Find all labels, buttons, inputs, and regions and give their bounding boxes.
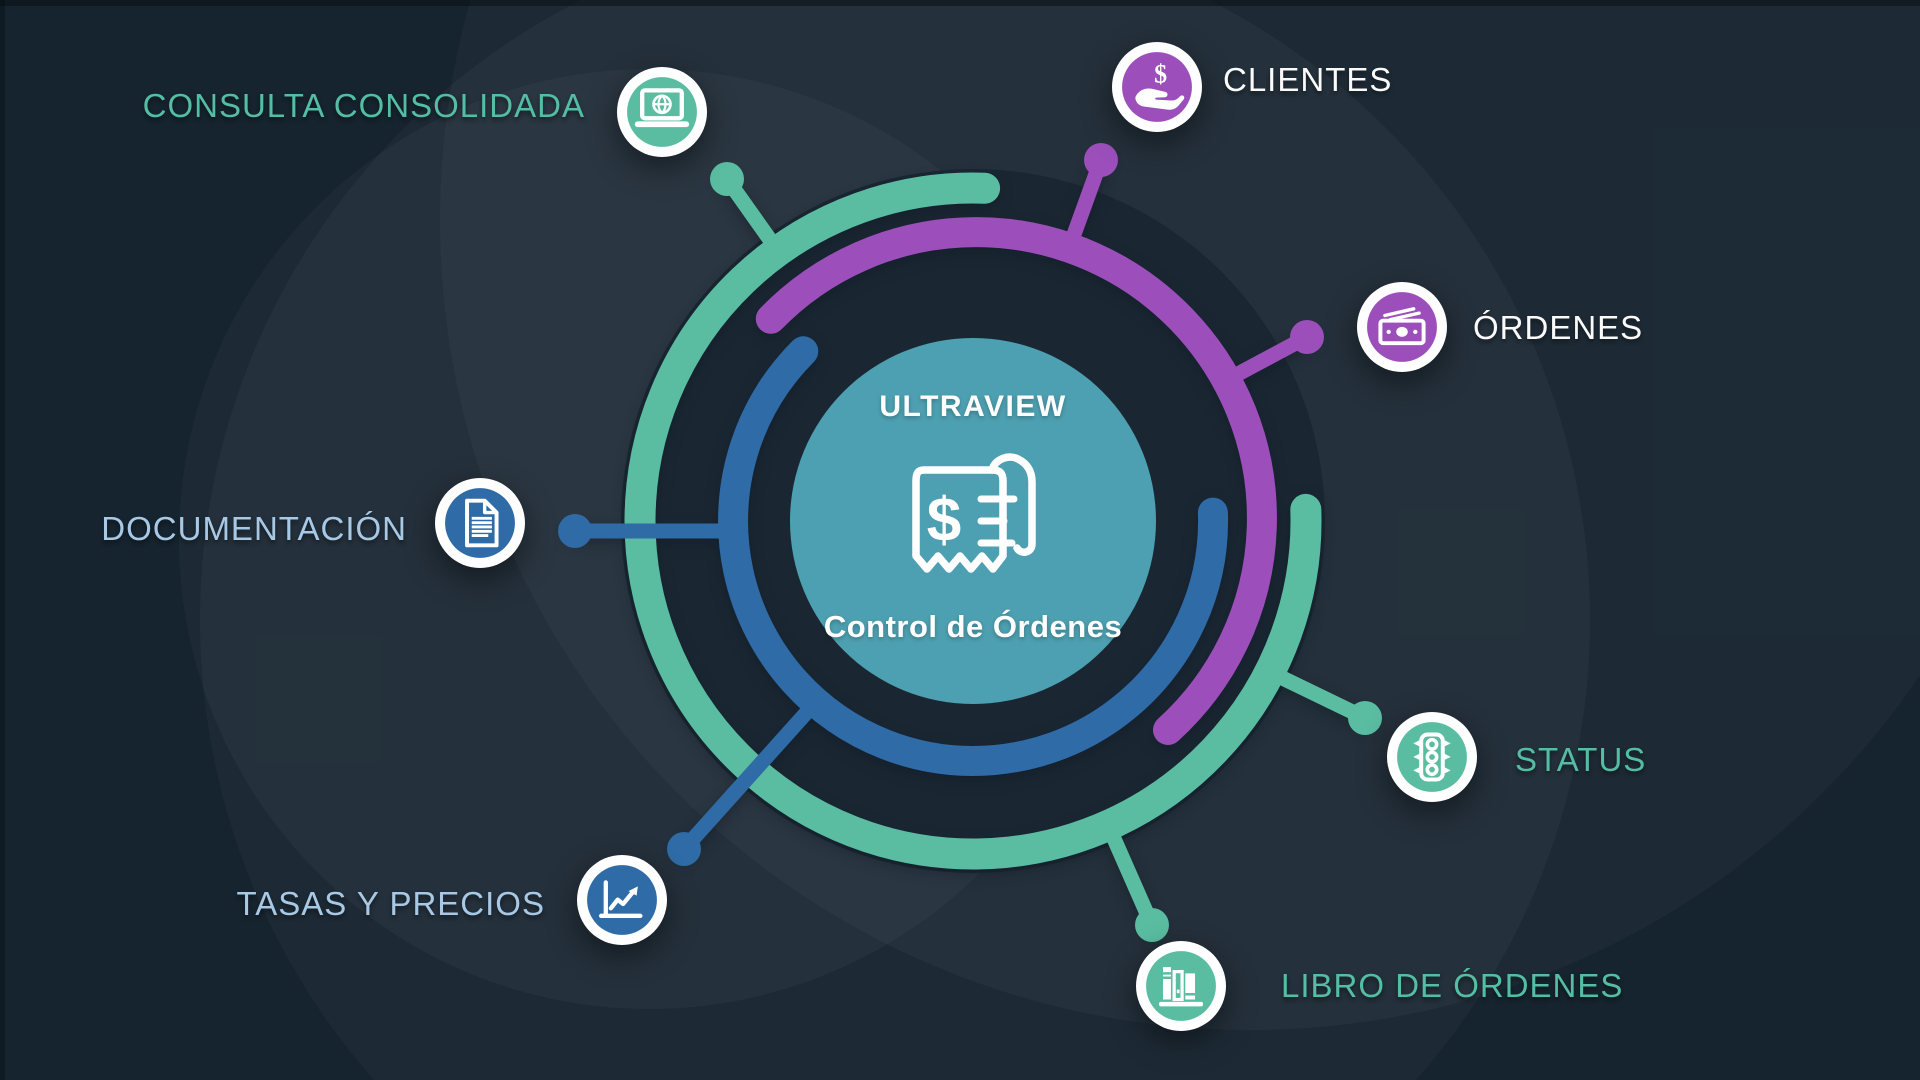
hand-dollar-icon: $ — [1135, 60, 1185, 110]
node-status[interactable] — [1387, 712, 1477, 802]
top-edge-border — [0, 0, 1920, 6]
spur-libro — [1100, 817, 1160, 933]
node-documentacion[interactable] — [435, 478, 525, 568]
node-clientes[interactable]: $ — [1112, 42, 1202, 132]
svg-text:$: $ — [1154, 60, 1167, 89]
spur-tasas — [676, 694, 824, 857]
node-consulta-consolidada[interactable] — [617, 67, 707, 157]
books-shelf-icon — [1159, 967, 1203, 1007]
dot-ordenes — [1290, 320, 1324, 354]
label-libro-de-ordenes: LIBRO DE ÓRDENES — [1281, 967, 1624, 1004]
node-ordenes[interactable] — [1357, 282, 1447, 372]
label-clientes: CLIENTES — [1223, 61, 1393, 98]
label-status: STATUS — [1515, 741, 1647, 778]
label-consulta-consolidada: CONSULTA CONSOLIDADA — [142, 87, 585, 124]
receipt-dollar-symbol: $ — [927, 486, 961, 555]
receipt-dollar-icon — [912, 453, 1036, 573]
left-edge-border — [0, 0, 5, 1080]
traffic-light-icon — [1413, 732, 1451, 782]
node-tasas-y-precios[interactable] — [577, 855, 667, 945]
banknotes-icon — [1378, 307, 1426, 346]
center-title: ULTRAVIEW — [879, 390, 1067, 423]
label-ordenes: ÓRDENES — [1473, 309, 1644, 346]
dot-status — [1348, 701, 1382, 735]
laptop-globe-icon — [634, 88, 690, 128]
dot-libro — [1135, 908, 1169, 942]
icon-background — [587, 865, 657, 935]
purple-arc — [755, 217, 1277, 745]
label-tasas-y-precios: TASAS Y PRECIOS — [236, 885, 545, 922]
dot-clientes — [1084, 143, 1118, 177]
spur-status — [1262, 664, 1373, 726]
dot-consulta — [710, 162, 744, 196]
dot-tasas — [667, 832, 701, 866]
center-hub-circle — [790, 338, 1156, 704]
document-icon — [465, 498, 499, 548]
icon-background — [1397, 722, 1467, 792]
node-libro-de-ordenes[interactable] — [1136, 941, 1226, 1031]
label-documentacion: DOCUMENTACIÓN — [101, 510, 407, 547]
line-chart-icon — [598, 880, 643, 918]
dot-documentacion — [558, 514, 592, 548]
blue-arc — [718, 336, 1229, 776]
center-subtitle: Control de Órdenes — [823, 609, 1123, 644]
green-arc — [624, 172, 1322, 870]
